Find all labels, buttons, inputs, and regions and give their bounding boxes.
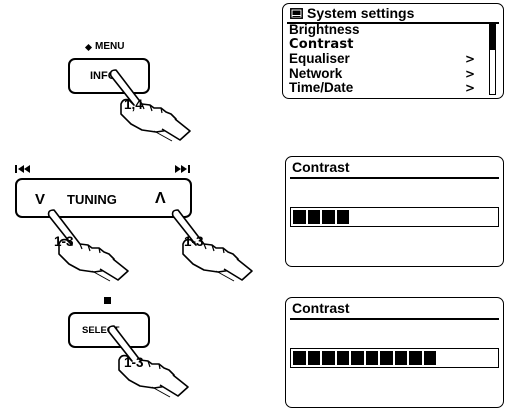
contrast-level-segment <box>322 351 335 365</box>
settings-menu-item[interactable]: Brightness <box>289 23 475 38</box>
pointing-hand-icon <box>106 62 196 142</box>
contrast-level-segment <box>337 210 350 224</box>
select-steps: 1-3 <box>124 355 144 370</box>
contrast-level-segment <box>308 210 321 224</box>
settings-menu-item[interactable]: Time/Date > <box>289 81 475 96</box>
settings-menu-item-label: Brightness <box>289 22 360 37</box>
contrast-level-segment <box>308 351 321 365</box>
tuning-up-button[interactable]: Λ <box>155 190 166 208</box>
screen-icon <box>290 8 303 19</box>
settings-menu-item-label: Time/Date <box>289 80 353 95</box>
skip-back-icon <box>15 165 31 173</box>
scrollbar[interactable] <box>489 23 496 95</box>
menu-caption-label: MENU <box>95 41 124 52</box>
info-steps: 1,4 <box>124 97 143 112</box>
contrast-title: Contrast <box>292 301 350 316</box>
settings-menu-item[interactable]: Equaliser > <box>289 52 475 67</box>
settings-menu-item-label: Contrast <box>289 37 354 52</box>
contrast-title: Contrast <box>292 160 350 175</box>
settings-menu-item[interactable]: Contrast <box>289 38 475 53</box>
contrast-level-segment <box>322 210 335 224</box>
tuning-down-steps: 1-3 <box>54 234 74 249</box>
page-title: System settings <box>307 6 414 21</box>
skip-forward-icon <box>175 165 191 173</box>
stop-square-icon <box>104 297 111 304</box>
pointing-hand-icon <box>104 318 194 398</box>
pointing-hand-icon <box>168 202 258 282</box>
menu-caption: MENU <box>86 42 146 54</box>
contrast-screen-high: Contrast <box>285 297 504 408</box>
contrast-level-segment <box>351 351 364 365</box>
contrast-screen-low: Contrast <box>285 156 504 267</box>
submenu-arrow-icon: > <box>465 81 475 96</box>
settings-menu-item-label: Equaliser <box>289 51 350 66</box>
contrast-level-segment <box>395 351 408 365</box>
contrast-level-segment <box>293 210 306 224</box>
settings-menu-item[interactable]: Network > <box>289 67 475 82</box>
diamond-icon <box>85 44 92 51</box>
submenu-arrow-icon: > <box>465 67 475 82</box>
settings-menu-item-label: Network <box>289 66 342 81</box>
contrast-level-segment <box>424 351 437 365</box>
contrast-level-segment <box>409 351 422 365</box>
contrast-level-segment <box>337 351 350 365</box>
contrast-level-segment <box>380 351 393 365</box>
contrast-level-segment <box>293 351 306 365</box>
contrast-level-bar <box>290 207 499 227</box>
submenu-arrow-icon: > <box>465 52 475 67</box>
title-divider <box>290 177 499 179</box>
scrollbar-thumb[interactable] <box>490 24 495 50</box>
tuning-up-steps: 1-3 <box>184 234 204 249</box>
contrast-level-bar <box>290 348 499 368</box>
title-divider <box>290 318 499 320</box>
contrast-level-segment <box>366 351 379 365</box>
